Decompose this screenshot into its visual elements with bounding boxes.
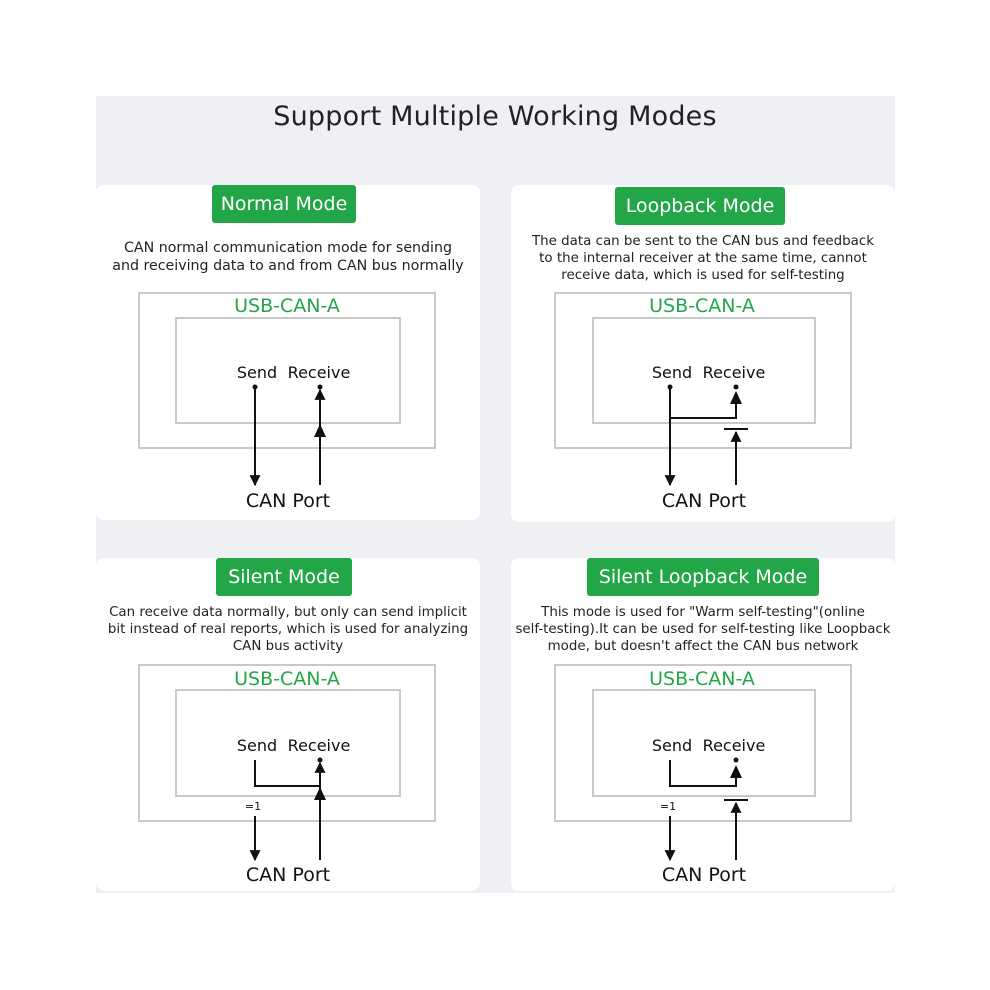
receive-node (317, 384, 323, 390)
can-port-label: CAN Port (246, 490, 330, 512)
mode-badge: Normal Mode (212, 185, 356, 223)
receive-label: Receive (288, 736, 351, 755)
receive-label: Receive (703, 736, 766, 755)
device-label: USB-CAN-A (649, 295, 755, 317)
receive-label: Receive (288, 363, 351, 382)
description-line: This mode is used for "Warm self-testing… (541, 605, 865, 620)
description-line: The data can be sent to the CAN bus and … (532, 234, 874, 249)
description-line: Can receive data normally, but only can … (109, 605, 467, 620)
device-inner-box (175, 317, 401, 424)
device-inner-box (592, 689, 816, 797)
mode-description: CAN normal communication mode for sendin… (96, 239, 480, 275)
receive-node (733, 757, 739, 763)
description-line: bit instead of real reports, which is us… (107, 622, 469, 637)
receive-node (733, 384, 739, 390)
device-label: USB-CAN-A (649, 668, 755, 690)
loopback-path (670, 401, 737, 419)
loopback-arrow (730, 765, 742, 778)
mode-card-silent-loopback: Silent Loopback Mode This mode is used f… (511, 558, 895, 891)
device-label: USB-CAN-A (234, 668, 340, 690)
can-port-label: CAN Port (246, 864, 330, 886)
mode-description: Can receive data normally, but only can … (96, 604, 480, 655)
mode-badge: Loopback Mode (615, 187, 785, 225)
can-port-label: CAN Port (662, 490, 746, 512)
description-line: receive data, which is used for self-tes… (561, 268, 845, 283)
loopback-arrow (730, 391, 742, 404)
device-outer-box (138, 292, 436, 449)
description-line: to the internal receiver at the same tim… (539, 251, 867, 266)
device-inner-box (592, 317, 816, 424)
send-label: Send (652, 736, 692, 755)
loopback-mode-diagram: USB-CAN-A Send Receive CAN Port (554, 292, 852, 512)
loopback-path (669, 760, 737, 787)
mode-card-normal: Normal Mode CAN normal communication mod… (96, 185, 480, 520)
send-loop-path (254, 760, 320, 787)
page-title: Support Multiple Working Modes (273, 101, 717, 132)
device-outer-box (554, 292, 852, 449)
device-inner-box (175, 689, 401, 797)
send-label: Send (237, 736, 277, 755)
mode-description: The data can be sent to the CAN bus and … (511, 233, 895, 284)
description-line: and receiving data to and from CAN bus n… (112, 258, 464, 274)
mode-card-loopback: Loopback Mode The data can be sent to th… (511, 185, 895, 522)
receive-mid-arrow (314, 787, 326, 800)
mode-badge: Silent Mode (216, 558, 352, 596)
description-line: CAN bus activity (232, 639, 344, 654)
receive-label: Receive (703, 363, 766, 382)
description-line: self-testing).It can be used for self-te… (515, 622, 891, 637)
implicit-bit-label: =1 (245, 800, 261, 813)
send-label: Send (652, 363, 692, 382)
send-label: Send (237, 363, 277, 382)
mode-card-silent: Silent Mode Can receive data normally, b… (96, 558, 480, 891)
mode-description: This mode is used for "Warm self-testing… (511, 604, 895, 655)
silent-mode-diagram: USB-CAN-A Send Receive =1 CAN Port (138, 664, 436, 886)
mode-badge: Silent Loopback Mode (587, 558, 819, 596)
receive-node (317, 757, 323, 763)
description-line: CAN normal communication mode for sendin… (123, 240, 452, 256)
can-port-label: CAN Port (662, 864, 746, 886)
normal-mode-diagram: USB-CAN-A Send Receive CAN Port (138, 292, 436, 512)
description-line: mode, but doesn't affect the CAN bus net… (547, 639, 859, 654)
device-outer-box (554, 664, 852, 822)
device-outer-box (138, 664, 436, 822)
silent-loopback-mode-diagram: USB-CAN-A Send Receive =1 CAN Port (554, 664, 852, 886)
receive-mid-arrow (314, 424, 326, 437)
device-label: USB-CAN-A (234, 295, 340, 317)
implicit-bit-label: =1 (660, 800, 676, 813)
